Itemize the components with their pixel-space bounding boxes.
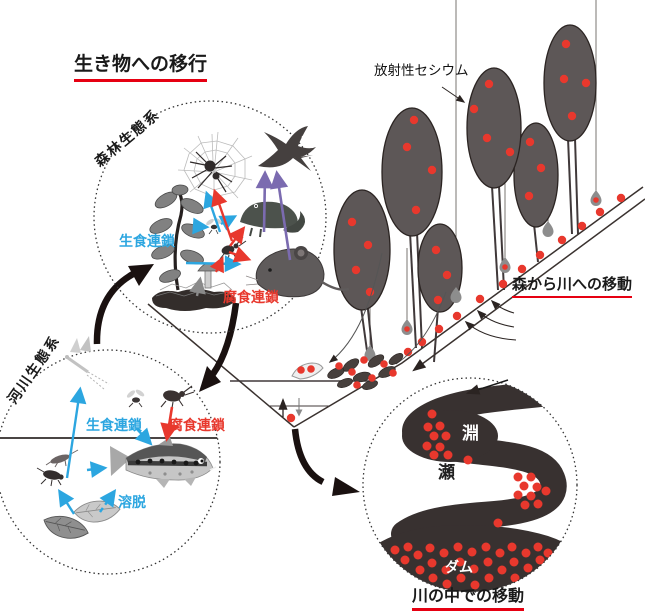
detritus-arrow [228,246,252,263]
river-movement-circle [362,377,578,593]
flow-direction-arrow [465,379,509,395]
arrow-forest-to-river [210,302,240,376]
detritus-arrow [228,226,246,247]
emergence-arrow [65,386,87,479]
plant-icon [149,184,205,291]
tree-canopy [333,189,391,311]
grazing-arrow [218,215,238,231]
river-detritus-chain-label: 腐食連鎖 [169,417,225,433]
grazing-arrow [203,190,222,233]
forest-circle-border [93,100,327,334]
grazing-arrow [134,427,153,446]
bird-icon [258,126,316,171]
detritus-arrow [160,406,179,442]
forest-detritus-chain-label: 腐食連鎖 [223,289,279,305]
runoff-droplets [364,190,602,361]
frog-icon [240,201,306,238]
riffle-label: 瀬 [438,463,455,482]
aquatic-insects-icon [36,449,79,487]
forest-ecosystem-circle [93,100,350,334]
tree-canopy [543,24,597,142]
arrow-valley-to-channel [291,428,325,485]
mouse-icon [245,246,350,298]
river-ecosystem-circle [0,336,221,575]
aquatic-fly-icon [126,389,145,408]
tree-canopies [333,24,597,313]
mouse-tail [321,280,350,291]
droplet-icon [542,221,554,237]
grazing-arrow [86,461,108,478]
valley-cross-section [147,252,447,428]
slope-ground [293,186,645,428]
mayfly-icon [65,336,110,390]
tree-canopy [466,67,522,189]
forest-foodweb-arrows [185,170,292,274]
litter-to-mushroom-arrow [189,276,206,297]
detritus-arrow [209,256,224,274]
cesium-dots-canopy [347,39,591,305]
forest-hillslope [333,0,597,363]
fish-icon [110,437,217,488]
grazing-arrow [58,488,76,515]
cesium-dots-slope [403,193,626,357]
cesium-dots-river [390,391,553,590]
leaching-label: 溶脱 [118,494,146,510]
litter-debris-pile [327,353,404,390]
wash-arrows [464,299,517,341]
river-foodweb-arrows [58,386,179,515]
floating-leaf [291,362,324,380]
arrow-river-to-forest [93,271,135,345]
tree-canopy [417,223,463,313]
tree-canopy [513,122,559,228]
pool-label: 淵 [462,424,479,443]
forest-grazing-chain-label: 生食連鎖 [119,233,175,249]
slope-surface-line [293,186,644,428]
grazing-arrow [185,255,242,273]
predation-arrow [270,170,292,261]
title-forest-to-river: 森から川への移動 [512,276,633,298]
river-grazing-chain-label: 生食連鎖 [86,417,142,433]
grazing-arrow [192,217,210,235]
movement-circle-border [362,377,578,593]
litterfall-arrow [328,252,383,363]
meandering-river [363,379,577,592]
river-circle-border [0,349,221,575]
predation-arrow [255,170,274,233]
droplet-icon [364,345,376,361]
radioactive-cesium-label: 放射性セシウム [374,63,469,78]
droplet-icon [450,287,462,303]
slope-downhill-arrow [412,198,645,372]
sunken-leaves-icon [43,500,121,539]
flow-arrows [93,264,360,496]
title-transfer-to-organisms: 生き物への移行 [74,54,208,82]
mushroom-icon [197,263,219,289]
dam-label: ダム [445,559,473,575]
cesium-dot [286,413,296,423]
title-movement-in-river: 川の中での移動 [412,588,525,611]
cesium-pointer-arrow [441,86,466,103]
leaf-icon [291,362,324,380]
leaching-arrow [99,489,117,513]
litterfall-line [395,291,447,365]
tree-canopy [381,107,443,237]
land-beetle-icon [160,385,195,409]
